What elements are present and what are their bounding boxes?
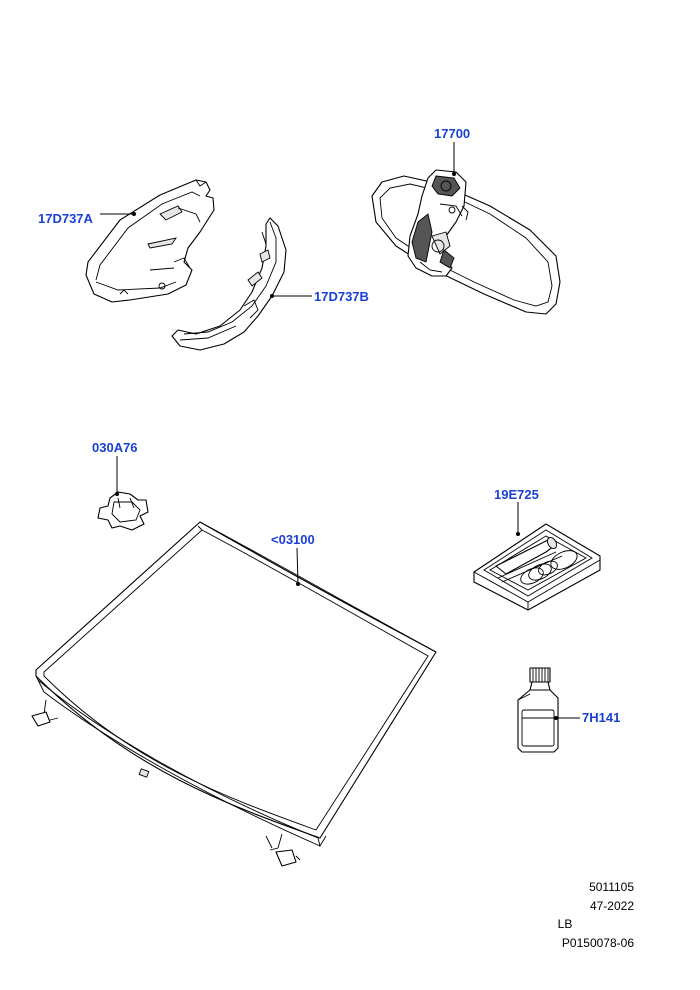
adhesive-bottle-part[interactable]: [517, 667, 559, 753]
reference-line-4: P0150078-06: [561, 935, 634, 950]
callout-17d737a: 17D737A: [38, 211, 94, 226]
reference-line-1: 5011105: [589, 880, 634, 894]
callout-17700: 17700: [434, 126, 470, 141]
leader-030a76: [115, 456, 119, 496]
callout-19e725: 19E725: [494, 487, 539, 502]
diagram-reference-block: 5011105 47-2022 LB P0150078-06: [514, 878, 634, 952]
mirror-cover-a-part[interactable]: [85, 179, 215, 303]
interior-mirror-part[interactable]: [371, 169, 561, 315]
leader-17d737b: [270, 294, 312, 298]
leader-03100: [296, 547, 300, 586]
windshield-part[interactable]: [31, 521, 437, 867]
leader-19e725: [516, 502, 520, 536]
leader-7h141: [554, 716, 580, 720]
reference-line-2: 47-2022: [589, 898, 634, 913]
repair-kit-part[interactable]: [473, 523, 601, 611]
callout-03100: <03100: [271, 532, 315, 547]
bracket-part[interactable]: [97, 491, 149, 531]
callout-17d737b: 17D737B: [314, 289, 369, 304]
reference-line-3: LB: [557, 917, 573, 931]
mirror-cover-b-part[interactable]: [171, 217, 287, 351]
leader-17d737a: [100, 212, 136, 216]
callout-7h141: 7H141: [582, 710, 620, 725]
callout-030a76: 030A76: [92, 440, 138, 455]
leader-17700: [452, 142, 456, 176]
